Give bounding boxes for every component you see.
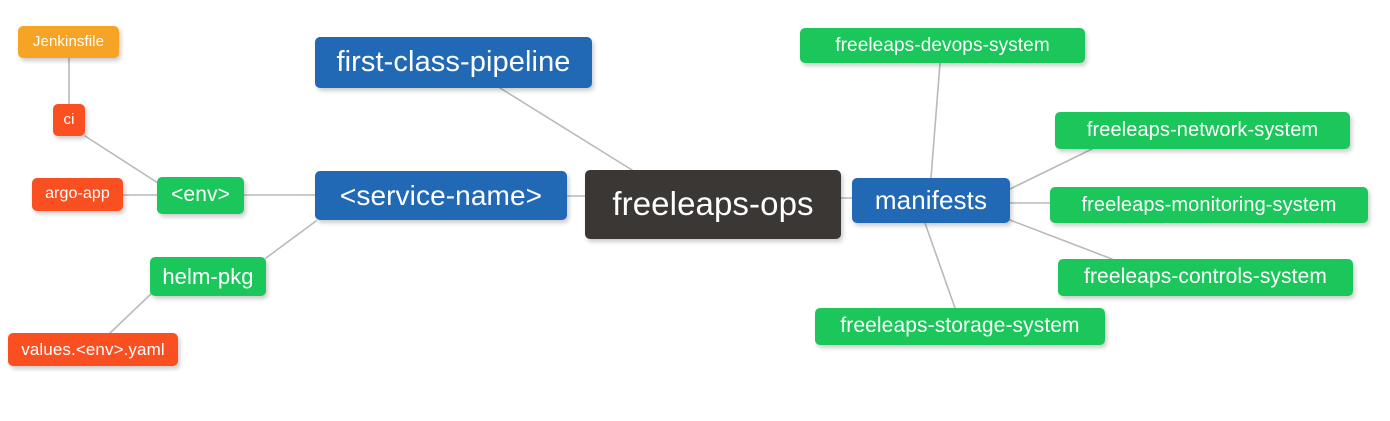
node-ci[interactable]: ci	[53, 104, 85, 136]
node-freeleaps-network-system[interactable]: freeleaps-network-system	[1055, 112, 1350, 149]
node-values-env-yaml[interactable]: values.<env>.yaml	[8, 333, 178, 366]
node-label: first-class-pipeline	[336, 46, 571, 79]
node-label: <env>	[171, 183, 230, 207]
node-label: freeleaps-storage-system	[840, 314, 1080, 338]
node-freeleaps-monitoring-system[interactable]: freeleaps-monitoring-system	[1050, 187, 1368, 223]
edge-helm-pkg-to-values-env-yaml	[109, 292, 153, 334]
node-jenkinsfile[interactable]: Jenkinsfile	[18, 26, 119, 58]
node-label: freeleaps-ops	[612, 185, 814, 223]
node-label: helm-pkg	[162, 263, 254, 289]
node-freeleaps-storage-system[interactable]: freeleaps-storage-system	[815, 308, 1105, 345]
node-freeleaps-devops-system[interactable]: freeleaps-devops-system	[800, 28, 1085, 63]
node-manifests[interactable]: manifests	[852, 178, 1010, 223]
node-label: <service-name>	[339, 179, 543, 211]
node-label: values.<env>.yaml	[21, 339, 165, 359]
node-label: Jenkinsfile	[32, 33, 105, 51]
edge-manifests-to-freeleaps-controls-system	[1009, 219, 1113, 260]
node-label: freeleaps-network-system	[1086, 119, 1319, 141]
node-freeleaps-ops[interactable]: freeleaps-ops	[585, 170, 841, 239]
edge-manifests-to-freeleaps-storage-system	[924, 222, 956, 309]
edge-manifests-to-freeleaps-network-system	[1009, 148, 1093, 190]
edge-first-class-pipeline-to-freeleaps-ops	[499, 87, 633, 171]
edge-manifests-to-freeleaps-devops-system	[930, 62, 941, 179]
node-label: manifests	[874, 184, 988, 215]
edge-service-name-to-helm-pkg	[265, 220, 317, 259]
node-helm-pkg[interactable]: helm-pkg	[150, 257, 266, 296]
node-label: freeleaps-devops-system	[835, 34, 1050, 56]
node-env[interactable]: <env>	[157, 177, 244, 214]
node-label: argo-app	[45, 185, 110, 203]
node-first-class-pipeline[interactable]: first-class-pipeline	[315, 37, 592, 88]
node-freeleaps-controls-system[interactable]: freeleaps-controls-system	[1058, 259, 1353, 296]
node-label: ci	[63, 111, 75, 129]
node-label: freeleaps-monitoring-system	[1081, 193, 1337, 216]
node-label: freeleaps-controls-system	[1084, 265, 1327, 289]
node-argo-app[interactable]: argo-app	[32, 178, 123, 211]
node-service-name[interactable]: <service-name>	[315, 171, 567, 220]
edge-ci-to-env	[84, 135, 159, 184]
